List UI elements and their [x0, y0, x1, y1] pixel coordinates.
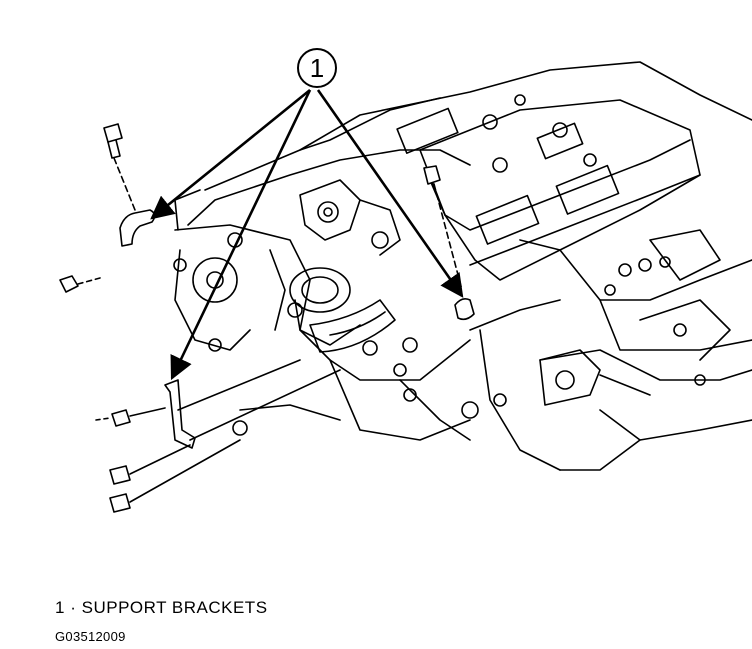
legend-label: SUPPORT BRACKETS: [81, 598, 268, 617]
callout-number: 1: [310, 53, 324, 83]
legend-number: 1: [55, 598, 65, 617]
callout-arrow-right: [316, 89, 464, 298]
legend: 1 · SUPPORT BRACKETS: [55, 598, 268, 618]
legend-separator: ·: [70, 598, 77, 617]
callout-marker: 1: [297, 48, 337, 88]
figure-code: G03512009: [55, 629, 126, 644]
right-bracket-hardware: [423, 165, 475, 321]
callout-arrows: [150, 88, 464, 381]
callout-arrow-upper-left: [150, 88, 311, 220]
lower-left-bracket-hardware: [95, 359, 341, 513]
engine-assembly: [173, 61, 752, 471]
engine-support-brackets-diagram: 1: [59, 48, 752, 513]
upper-left-bracket-hardware: [59, 123, 156, 293]
callout-arrow-lower-left: [170, 89, 312, 381]
